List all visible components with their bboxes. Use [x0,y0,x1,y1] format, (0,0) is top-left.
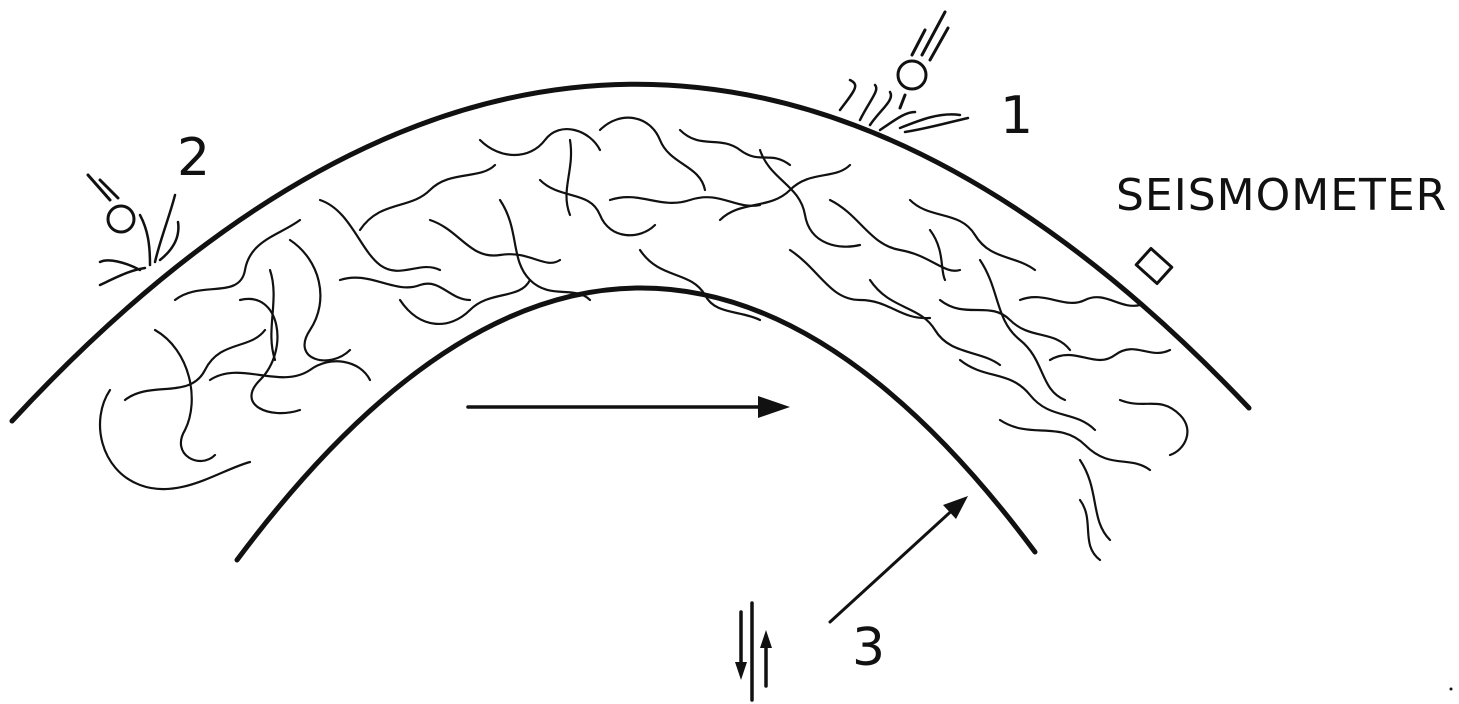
inner-boundary-arc [237,288,1035,560]
label-source-3: 3 [852,618,885,678]
deep-source-arrow [830,496,968,622]
propagation-arrow [468,396,790,418]
seismometer-icon [1136,248,1172,283]
label-impact-1: 1 [1000,86,1033,146]
scattering-zone [100,118,1187,560]
fault-arrows-icon [735,603,772,700]
meteoroid-icon [898,12,948,108]
label-impact-2: 2 [177,128,210,188]
speck [1450,688,1453,691]
meteoroid-icon [88,175,134,232]
label-seismometer: SEISMOMETER [1116,170,1447,221]
